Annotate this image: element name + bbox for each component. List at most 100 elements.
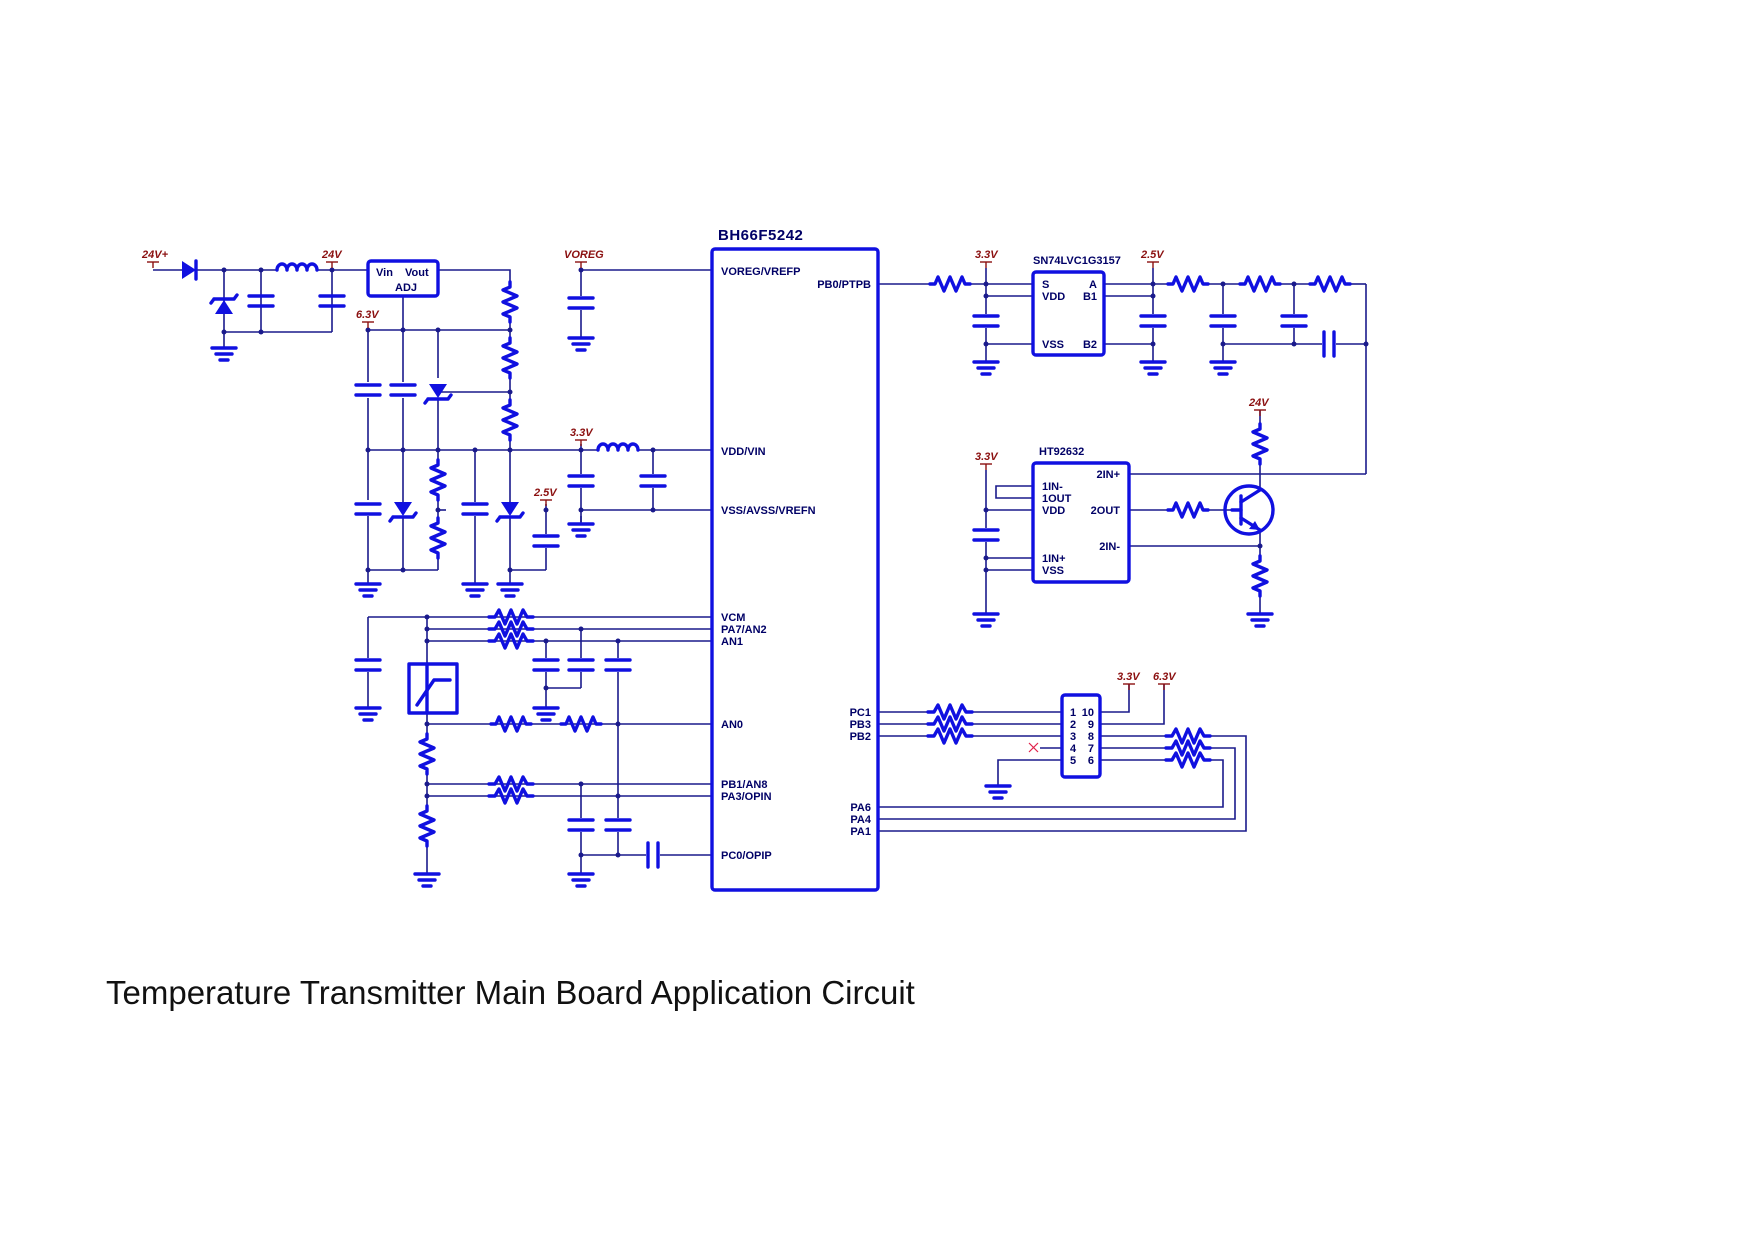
regulator-capacitor-2 xyxy=(389,383,417,397)
pin-vdd: VDD/VIN xyxy=(721,446,766,458)
filter-resistor-2 xyxy=(1238,275,1282,293)
switch-pin-vss: VSS xyxy=(1042,339,1064,351)
pin-pc1: PC1 xyxy=(850,707,871,719)
connector-pin-7: 7 xyxy=(1088,743,1094,755)
divider-resistor-2 xyxy=(501,336,519,380)
connector-pin-2: 2 xyxy=(1070,719,1076,731)
input-inductor xyxy=(275,262,319,272)
pin-pb3: PB3 xyxy=(850,719,871,731)
ground-symbol xyxy=(972,352,1000,376)
filter-capacitor-5 xyxy=(1280,314,1308,328)
coupling-capacitor xyxy=(646,841,660,869)
connector-pin-6: 6 xyxy=(1088,755,1094,767)
voltage-regulator: Vin Vout ADJ xyxy=(366,259,440,298)
opamp-decoupling-capacitor xyxy=(972,528,1000,542)
opamp-pin-vdd: VDD xyxy=(1042,505,1065,517)
wires xyxy=(153,268,1367,866)
pin-pa6: PA6 xyxy=(850,802,871,814)
switch-pin-vdd: VDD xyxy=(1042,291,1065,303)
voreg-capacitor xyxy=(567,296,595,310)
zener-diode-2 xyxy=(388,500,418,523)
zener-diode-1 xyxy=(423,382,453,405)
filter-capacitor-2 xyxy=(567,658,595,672)
ground-symbol xyxy=(532,698,560,722)
ground-symbol xyxy=(496,574,524,598)
ground-symbol xyxy=(567,514,595,538)
vcm-capacitor xyxy=(354,658,382,672)
power-labels: 24V+ 24V 6.3V VOREG 3.3V 2.5V 3.3V 2.5V … xyxy=(141,249,1270,691)
pin-pc0: PC0/OPIP xyxy=(721,850,772,862)
vdd-capacitor-1 xyxy=(567,474,595,488)
ref-decoupling-capacitor xyxy=(1139,314,1167,328)
header-connector: 1 2 3 4 5 10 9 8 7 6 xyxy=(1060,693,1102,779)
power-label-voreg: VOREG xyxy=(564,249,604,261)
vdd-capacitor-2 xyxy=(639,474,667,488)
pin-vcm: VCM xyxy=(721,612,745,624)
ground-symbol xyxy=(1139,352,1167,376)
rail-capacitor-2 xyxy=(461,502,489,516)
ground-symbol xyxy=(210,338,238,362)
regulator-pin-vout: Vout xyxy=(405,267,429,279)
switch-decoupling-capacitor xyxy=(972,314,1000,328)
pin-an0: AN0 xyxy=(721,719,743,731)
tvs-diode xyxy=(209,293,239,316)
ground-symbol xyxy=(1209,352,1237,376)
switch-ic: SN74LVC1G3157 S VDD VSS A B1 B2 xyxy=(1031,255,1121,357)
opamp-pin-1out: 1OUT xyxy=(1042,493,1072,505)
sensor-resistor-1 xyxy=(418,732,436,776)
power-label-2v5: 2.5V xyxy=(533,487,558,499)
vdd-inductor xyxy=(596,442,640,452)
opamp-pin-2in-minus: 2IN- xyxy=(1099,541,1120,553)
connector-pin-3: 3 xyxy=(1070,731,1076,743)
comm-resistor-array xyxy=(926,703,974,745)
regulator-capacitor-1 xyxy=(354,383,382,397)
filter-resistor-3 xyxy=(1308,275,1352,293)
main-ic: BH66F5242 VOREG/VREFP VDD/VIN VSS/AVSS/V… xyxy=(710,227,880,892)
opamp-pin-1in-plus: 1IN+ xyxy=(1042,553,1066,565)
power-label-24v-plus: 24V+ xyxy=(141,249,169,261)
connector-pin-8: 8 xyxy=(1088,731,1094,743)
switch-pin-a: A xyxy=(1089,279,1097,291)
ground-symbol xyxy=(1246,604,1274,628)
opamp-capacitor-2 xyxy=(604,818,632,832)
base-resistor xyxy=(1166,501,1210,519)
pin-voreg: VOREG/VREFP xyxy=(721,266,800,278)
connector-pin-9: 9 xyxy=(1088,719,1094,731)
regulator-pin-adj: ADJ xyxy=(395,282,417,294)
temperature-sensor xyxy=(407,662,459,715)
pin-pb1: PB1/AN8 xyxy=(721,779,767,791)
ground-symbol xyxy=(413,864,441,888)
pin-pa4: PA4 xyxy=(850,814,871,826)
collector-resistor xyxy=(1251,422,1269,466)
opamp-ic: HT92632 1IN- 1OUT VDD 1IN+ VSS 2IN+ 2OUT… xyxy=(1031,446,1131,584)
ground-symbol xyxy=(461,574,489,598)
pin-pa3: PA3/OPIN xyxy=(721,791,772,803)
opamp-pin-2out: 2OUT xyxy=(1091,505,1121,517)
power-label-24v-transistor: 24V xyxy=(1248,397,1270,409)
ground-symbol xyxy=(354,698,382,722)
main-ic-name: BH66F5242 xyxy=(718,227,803,244)
power-label-3v3: 3.3V xyxy=(570,427,594,439)
connector-pin-5: 5 xyxy=(1070,755,1076,767)
divider-resistor-1 xyxy=(501,280,519,324)
connector-pin-4: 4 xyxy=(1070,743,1077,755)
power-label-24v: 24V xyxy=(321,249,343,261)
opamp-pin-1in-minus: 1IN- xyxy=(1042,481,1063,493)
switch-pin-s: S xyxy=(1042,279,1049,291)
divider-resistor-3 xyxy=(501,398,519,442)
pin-pb0: PB0/PTPB xyxy=(817,279,871,291)
pin-pb2: PB2 xyxy=(850,731,871,743)
rail-resistor-1 xyxy=(429,458,447,502)
opamp-capacitor-1 xyxy=(567,818,595,832)
pin-an1: AN1 xyxy=(721,636,743,648)
power-label-2v5-switch: 2.5V xyxy=(1140,249,1165,261)
pin-vss: VSS/AVSS/VREFN xyxy=(721,505,816,517)
zener-diode-3 xyxy=(495,500,525,523)
power-label-6v3: 6.3V xyxy=(356,309,380,321)
rail-capacitor-1 xyxy=(354,502,382,516)
power-label-3v3-switch: 3.3V xyxy=(975,249,999,261)
rail-resistor-2 xyxy=(429,516,447,560)
ref-capacitor xyxy=(532,534,560,548)
filter-capacitor-4 xyxy=(1209,314,1237,328)
power-label-6v3-connector: 6.3V xyxy=(1153,671,1177,683)
